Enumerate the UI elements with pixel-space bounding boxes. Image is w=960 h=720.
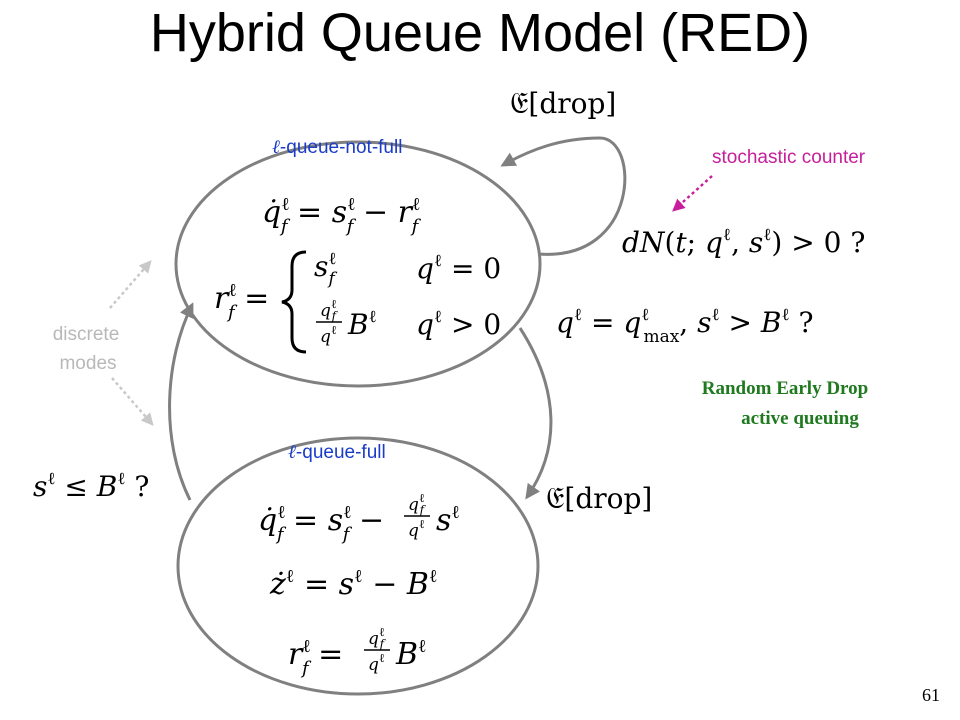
red-caption-1: Random Early Drop [702,378,868,399]
svg-text:qℓ: qℓ [368,651,385,675]
stochastic-counter-arrow [672,175,713,212]
svg-text:qℓ: qℓ [320,323,337,347]
full-eq2: żℓ = sℓ − Bℓ [269,566,438,602]
stochastic-counter-label: stochastic counter [712,147,866,168]
full-drop-label: 𝔈[drop] [546,481,652,516]
discrete-modes-label-2: modes [59,353,116,374]
counter-condition: dN(t; qℓ, sℓ) > 0 ? [622,225,865,259]
svg-text:rℓf =: rℓf = [288,636,343,679]
self-loop-label: 𝔈[drop] [510,86,616,121]
red-caption-2: active queuing [741,408,859,429]
transition-to-full-arrow [518,327,553,500]
discrete-modes-label-1: discrete [53,324,120,345]
svg-text:qℓ > 0: qℓ > 0 [416,307,501,341]
svg-text:qℓf: qℓf [368,625,387,651]
svg-text:rℓf =: rℓf = [214,280,269,323]
svg-text:Bℓ: Bℓ [347,307,377,341]
page-title: Hybrid Queue Model (RED) [149,3,811,63]
svg-text:sℓ: sℓ [436,502,460,538]
guard-to-not-full: sℓ ≤ Bℓ ? [33,469,149,503]
discrete-modes-arrow-up [109,260,152,309]
svg-text:qℓf: qℓf [408,491,427,517]
self-loop-arrow [500,136,627,256]
svg-text:sℓf: sℓf [314,249,338,289]
svg-text:qℓ = 0: qℓ = 0 [416,251,501,285]
mode-not-full-node [174,140,542,388]
mode-not-full-label: ℓ-queue-not-full [272,136,402,158]
svg-text:qℓf: qℓf [320,297,339,323]
svg-text:Bℓ: Bℓ [395,636,427,672]
transition-to-not-full-arrow [168,302,194,501]
svg-text:q̇ℓf = sℓf −: q̇ℓf = sℓf − [258,502,384,545]
mode-full-node [176,436,540,696]
mode-full-label: ℓ-queue-full [288,441,386,463]
discrete-modes-arrow-down [111,377,154,426]
svg-text:qℓ: qℓ [408,517,425,541]
page-number: 61 [922,685,940,705]
